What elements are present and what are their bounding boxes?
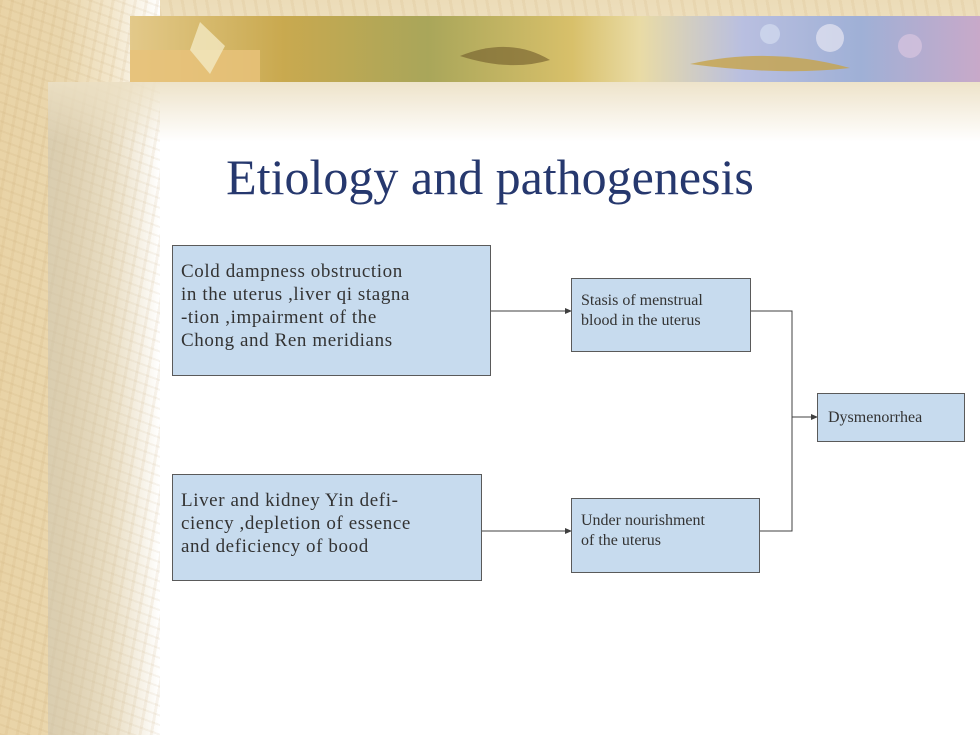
- cause-box-bottom: Liver and kidney Yin defi- ciency ,deple…: [172, 474, 482, 581]
- cause-top-line: Chong and Ren meridians: [181, 330, 393, 351]
- mechanism-top-line: blood in the uterus: [581, 312, 701, 329]
- cause-box-top: Cold dampness obstruction in the uterus …: [172, 245, 491, 376]
- outcome-box-dysmenorrhea: Dysmenorrhea: [817, 393, 965, 442]
- mechanism-box-nourishment: Under nourishment of the uterus: [571, 498, 760, 573]
- bracket-connector: [751, 310, 793, 532]
- cause-bottom-line: Liver and kidney Yin defi-: [181, 490, 399, 511]
- cause-bottom-line: and deficiency of bood: [181, 536, 369, 557]
- cause-top-line: Cold dampness obstruction: [181, 261, 403, 282]
- slide-title: Etiology and pathogenesis: [226, 149, 754, 205]
- cause-bottom-line: ciency ,depletion of essence: [181, 513, 411, 534]
- outcome-label: Dysmenorrhea: [828, 409, 923, 426]
- mechanism-bottom-line: of the uterus: [581, 532, 661, 549]
- top-fade: [48, 82, 980, 142]
- cause-top-line: in the uterus ,liver qi stagna: [181, 284, 411, 305]
- decorative-photo-strip: [130, 16, 980, 82]
- panel-shadow: [48, 82, 158, 735]
- cause-top-line: -tion ,impairment of the: [181, 307, 377, 328]
- mechanism-bottom-line: Under nourishment: [581, 512, 705, 529]
- mechanism-box-stasis: Stasis of menstrual blood in the uterus: [571, 278, 751, 352]
- mechanism-top-line: Stasis of menstrual: [581, 292, 703, 309]
